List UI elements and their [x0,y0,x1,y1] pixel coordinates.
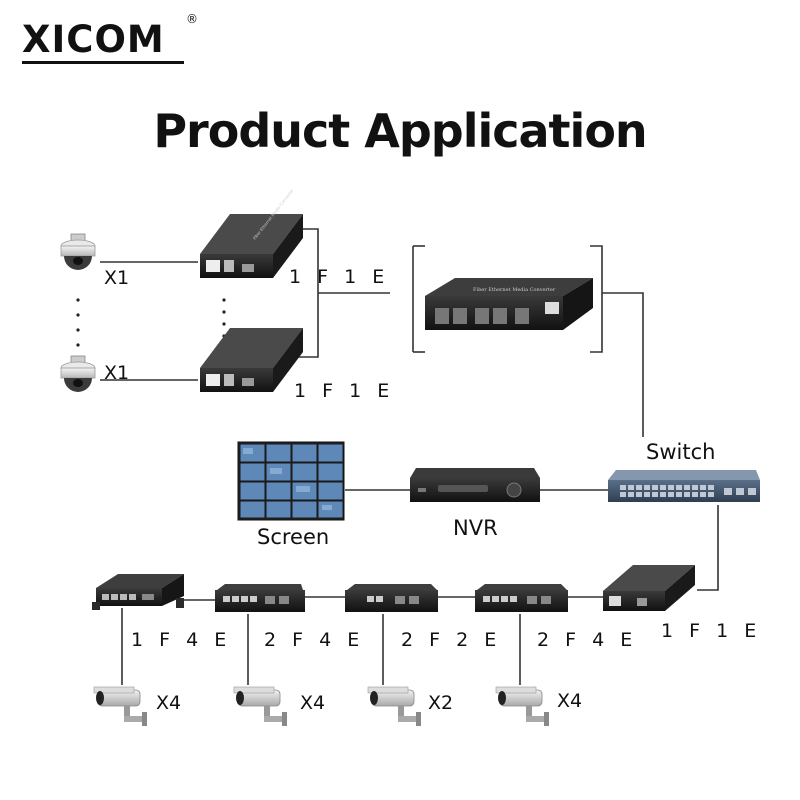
chassis-print: Fiber Ethernet Media Converter [473,287,556,293]
media-converter-icon-top: Fiber Ethernet Media Converter [200,188,303,278]
camera-d-quantity: X4 [557,690,583,712]
unit-d-label: 2 F 4 E [537,629,638,651]
unit-a-label: 1 F 4 E [131,629,232,651]
network-switch-icon [608,470,760,502]
camera-bottom-quantity: X1 [104,362,130,384]
registered-mark: ® [186,12,198,26]
bracket-chassis-right [590,245,603,353]
screen-label: Screen [257,525,330,549]
link-switch-converter [697,505,719,591]
bullet-camera-icon-b [233,686,287,726]
switch-unit-1f4e-icon [92,574,184,610]
brand-logo: XICOM [22,18,165,61]
camera-b-quantity: X4 [300,692,326,714]
bullet-camera-icon-d [495,686,549,726]
ellipsis-dots [76,298,226,347]
connection-lines [100,228,719,685]
media-converter-icon-bottom [200,328,303,392]
unit-c-label: 2 F 2 E [401,629,502,651]
bullet-camera-icon-c [367,686,421,726]
nvr-label: NVR [453,516,498,540]
video-wall-screen-icon [237,441,345,521]
link-chassis-switch [602,292,644,437]
fiber-chassis-icon: Fiber Ethernet Media Converter [425,278,593,330]
unit-b-label: 2 F 4 E [264,629,365,651]
switch-unit-2f4e-icon-left [215,584,305,612]
camera-c-quantity: X2 [428,692,454,714]
bullet-camera-icon-a [93,686,147,726]
dome-camera-icon-top [60,233,96,270]
logo-underline [22,61,184,64]
media-converter-icon-right [603,565,695,611]
page-title: Product Application [153,104,647,158]
camera-a-quantity: X4 [156,692,182,714]
converter-top-label: 1 F 1 E [289,266,390,288]
nvr-recorder-icon [410,468,540,502]
converter-bottom-label: 1 F 1 E [294,380,395,402]
switch-label: Switch [646,440,716,464]
converter-right-label: 1 F 1 E [661,620,762,642]
camera-top-quantity: X1 [104,267,130,289]
dome-camera-icon-bottom [60,355,96,392]
switch-unit-2f2e-icon [345,584,438,612]
switch-unit-2f4e-icon-right [475,584,568,612]
